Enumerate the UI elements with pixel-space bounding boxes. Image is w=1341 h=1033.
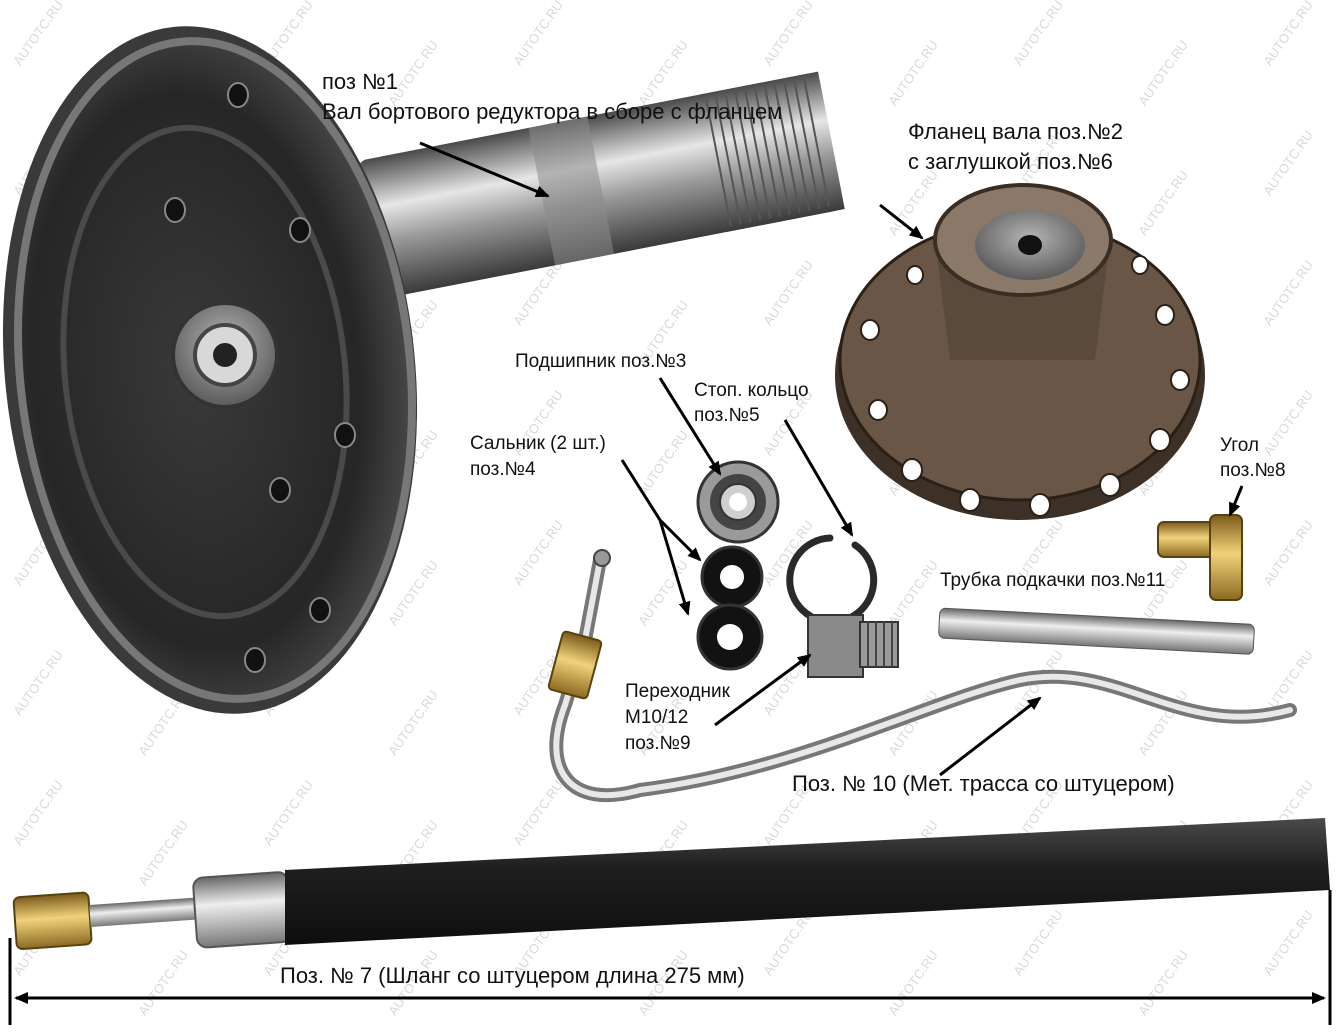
- label-pos9-line3: поз.№9: [625, 733, 691, 754]
- watermark-text: AUTOTC.RU: [260, 778, 316, 849]
- label-pos5-line1: Стоп. кольцо: [694, 380, 809, 401]
- label-pos4-line2: поз.№4: [470, 459, 536, 480]
- hose: [12, 818, 1330, 950]
- watermark-text: AUTOTC.RU: [385, 688, 441, 759]
- bearing: [696, 460, 780, 544]
- inflation-tube: [938, 607, 1255, 655]
- watermark-text: AUTOTC.RU: [1260, 258, 1316, 329]
- dimension-line: [8, 890, 1332, 1025]
- arrow-pos10: [939, 696, 1042, 777]
- label-pos9-line2: М10/12: [625, 707, 689, 728]
- circlip: [786, 534, 878, 626]
- watermark-text: AUTOTC.RU: [510, 518, 566, 589]
- watermark-text: AUTOTC.RU: [1135, 948, 1191, 1019]
- shaft-assembly: [2, 26, 845, 714]
- watermark-text: AUTOTC.RU: [1135, 38, 1191, 109]
- label-pos2-line2: с заглушкой поз.№6: [908, 149, 1113, 174]
- label-pos5-line2: поз.№5: [694, 405, 760, 426]
- label-pos4-line1: Сальник (2 шт.): [470, 433, 606, 454]
- label-pos10: Поз. № 10 (Мет. трасса со штуцером): [792, 771, 1175, 796]
- shaft-flange: [835, 183, 1205, 520]
- watermark-text: AUTOTC.RU: [885, 168, 941, 239]
- label-pos3: Подшипник поз.№3: [515, 351, 687, 372]
- watermark-text: AUTOTC.RU: [760, 0, 816, 68]
- arrow-pos9: [714, 653, 812, 727]
- watermark-text: AUTOTC.RU: [885, 558, 941, 629]
- watermark-text: AUTOTC.RU: [1260, 388, 1316, 459]
- watermark-text: AUTOTC.RU: [1010, 908, 1066, 979]
- label-pos2-line1: Фланец вала поз.№2: [908, 119, 1123, 144]
- seals: [696, 545, 764, 671]
- arrow-pos2: [879, 203, 924, 240]
- watermark-text: AUTOTC.RU: [135, 948, 191, 1019]
- annotation-arrows: [419, 141, 1244, 777]
- watermark-text: AUTOTC.RU: [760, 258, 816, 329]
- watermark-text: AUTOTC.RU: [1260, 908, 1316, 979]
- adapter: [807, 614, 899, 678]
- watermark-text: AUTOTC.RU: [635, 428, 691, 499]
- arrow-pos5: [783, 419, 854, 537]
- shaft-splines: [528, 71, 845, 266]
- watermark-text: AUTOTC.RU: [1010, 0, 1066, 68]
- arrow-pos4-b: [658, 519, 691, 616]
- watermark-text: AUTOTC.RU: [10, 648, 66, 719]
- label-pos11: Трубка подкачки поз.№11: [940, 570, 1166, 591]
- arrow-pos1: [419, 141, 550, 198]
- watermark-text: AUTOTC.RU: [510, 0, 566, 68]
- label-pos8-line2: поз.№8: [1220, 460, 1286, 481]
- watermark-text: AUTOTC.RU: [885, 38, 941, 109]
- label-pos9-line1: Переходник: [625, 681, 730, 702]
- label-pos1-name: Вал бортового редуктора в сборе с фланце…: [322, 99, 783, 124]
- watermark-text: AUTOTC.RU: [10, 0, 66, 68]
- watermark-text: AUTOTC.RU: [1260, 0, 1316, 68]
- watermark-text: AUTOTC.RU: [1260, 518, 1316, 589]
- label-pos7: Поз. № 7 (Шланг со штуцером длина 275 мм…: [280, 963, 745, 988]
- label-pos1-number: поз №1: [322, 69, 398, 94]
- watermark-text: AUTOTC.RU: [385, 558, 441, 629]
- watermark-text: AUTOTC.RU: [885, 948, 941, 1019]
- watermark-text: AUTOTC.RU: [1135, 168, 1191, 239]
- arrow-pos3: [658, 377, 722, 476]
- elbow-fitting: [1157, 514, 1243, 601]
- watermark-text: AUTOTC.RU: [10, 778, 66, 849]
- arrow-pos8: [1228, 485, 1244, 517]
- metal-line: [547, 549, 1297, 802]
- watermark-text: AUTOTC.RU: [510, 778, 566, 849]
- watermark-text: AUTOTC.RU: [135, 818, 191, 889]
- watermark-text: AUTOTC.RU: [1260, 128, 1316, 199]
- label-pos8-line1: Угол: [1220, 435, 1259, 456]
